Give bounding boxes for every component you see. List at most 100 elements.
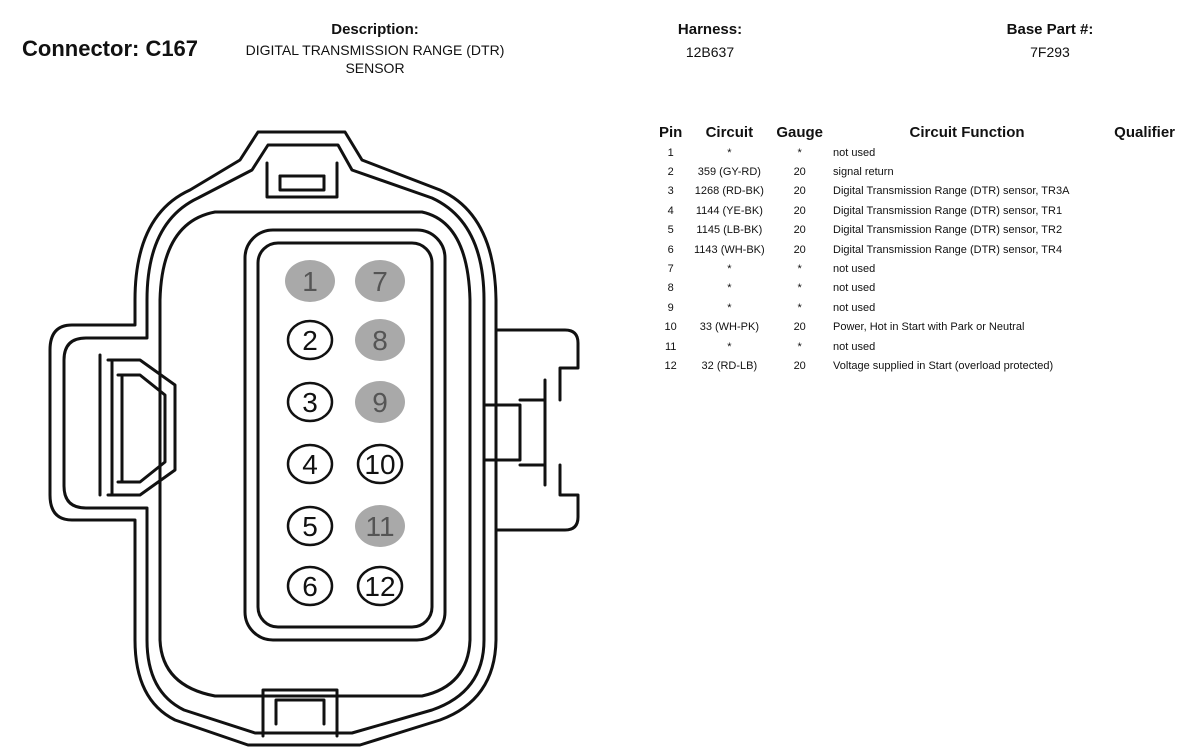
- circuit-cell: 1145 (LB-BK): [696, 224, 763, 237]
- table-row: 7**not used: [655, 259, 1175, 278]
- pin-cell: 11: [664, 340, 677, 353]
- pin-cell: 5: [667, 224, 674, 237]
- gauge-cell: *: [797, 301, 802, 314]
- pin-circle: [356, 565, 404, 607]
- header-circuit: Circuit: [705, 123, 754, 141]
- pin-table-header: Pin Circuit Gauge Circuit Function Quali…: [655, 121, 1175, 143]
- gauge-cell: 20: [793, 359, 806, 372]
- qualifier-cell: [1107, 143, 1175, 162]
- pin-label: 10: [364, 449, 395, 480]
- gauge-cell: 20: [793, 321, 806, 334]
- function-cell: Digital Transmission Range (DTR) sensor,…: [833, 185, 1070, 198]
- pin-cell: 1: [667, 146, 674, 159]
- qualifier-cell: [1107, 259, 1175, 278]
- qualifier-cell: [1107, 201, 1175, 220]
- pin-label: 7: [372, 266, 388, 297]
- pin-label: 12: [364, 571, 395, 602]
- pin-label: 5: [302, 511, 318, 542]
- function-cell: not used: [833, 146, 876, 159]
- circuit-cell: 32 (RD-LB): [701, 359, 758, 372]
- connector-pin: 4: [286, 443, 334, 485]
- pin-cell: 12: [664, 359, 677, 372]
- pin-label: 2: [302, 325, 318, 356]
- table-row: 1**not used: [655, 143, 1175, 162]
- connector-pin: 10: [356, 443, 404, 485]
- pin-circle: [286, 319, 334, 361]
- function-cell: not used: [833, 340, 876, 353]
- function-cell: Voltage supplied in Start (overload prot…: [833, 359, 1054, 372]
- table-row: 6 1143 (WH-BK) 20 Digital Transmission Rang…: [655, 240, 1175, 259]
- qualifier-cell: [1107, 162, 1175, 181]
- connector-pin: 9: [355, 381, 405, 423]
- header-gauge: Gauge: [776, 123, 824, 141]
- function-cell: Digital Transmission Range (DTR) sensor,…: [833, 243, 1063, 256]
- table-row: 4 1144 (YE-BK) 20 Digital Transmission Rang…: [655, 201, 1175, 220]
- pin-label: 9: [372, 387, 388, 418]
- gauge-cell: *: [797, 263, 802, 276]
- function-cell: signal return: [833, 166, 894, 179]
- circuit-cell: 1144 (YE-BK): [695, 204, 763, 217]
- base-part-value: 7F293: [1030, 44, 1070, 60]
- pin-table: Pin Circuit Gauge Circuit Function Quali…: [655, 121, 1175, 376]
- pin-label: 1: [302, 266, 318, 297]
- pin-cell: 4: [667, 204, 674, 217]
- connector-pin: 11: [355, 505, 405, 547]
- qualifier-cell: [1107, 279, 1175, 298]
- pin-circle: [285, 260, 335, 302]
- circuit-cell: 33 (WH-PK): [699, 321, 759, 334]
- header-pin: Pin: [659, 123, 683, 141]
- connector-outline: [48, 130, 580, 747]
- pin-cell: 9: [667, 301, 674, 314]
- circuit-cell: 1143 (WH-BK): [693, 243, 765, 256]
- gauge-cell: *: [797, 146, 802, 159]
- gauge-cell: 20: [793, 185, 806, 198]
- connector-pin: 2: [286, 319, 334, 361]
- connector-pin: 7: [355, 260, 405, 302]
- connector-pin: 5: [286, 505, 334, 547]
- connector-pin: 12: [356, 565, 404, 607]
- connector-pin: 6: [286, 565, 334, 607]
- connector-pin: 1: [285, 260, 335, 302]
- pin-circle: [355, 319, 405, 361]
- circuit-cell: *: [727, 340, 732, 353]
- table-row: 5 1145 (LB-BK) 20 Digital Transmission Rang…: [655, 221, 1175, 240]
- pin-circle: [355, 381, 405, 423]
- pin-label: 11: [365, 511, 394, 542]
- gauge-cell: 20: [793, 224, 806, 237]
- gauge-cell: 20: [793, 204, 806, 217]
- table-row: 12 32 (RD-LB) 20 Voltage supplied in Start …: [655, 356, 1175, 375]
- gauge-cell: 20: [793, 243, 806, 256]
- qualifier-cell: [1107, 182, 1175, 201]
- circuit-cell: *: [727, 301, 732, 314]
- pin-cell: 6: [667, 243, 674, 256]
- pin-label: 6: [302, 571, 318, 602]
- pin-label: 4: [302, 449, 318, 480]
- connector-pin: 3: [286, 381, 334, 423]
- connector-pin: 8: [355, 319, 405, 361]
- pin-cell: 7: [667, 263, 674, 276]
- qualifier-cell: [1107, 318, 1175, 337]
- pin-circle: [286, 381, 334, 423]
- description-value: DIGITAL TRANSMISSION RANGE (DTR) SENSOR: [245, 42, 505, 76]
- pin-circle: [286, 565, 334, 607]
- gauge-cell: 20: [793, 166, 806, 179]
- header-qualifier: Qualifier: [1114, 123, 1176, 141]
- pin-label: 3: [302, 387, 318, 418]
- pin-label: 8: [372, 325, 388, 356]
- pin-circle: [355, 505, 405, 547]
- qualifier-cell: [1107, 298, 1175, 317]
- gauge-cell: *: [797, 340, 802, 353]
- function-cell: not used: [833, 263, 876, 276]
- pin-circle: [286, 443, 334, 485]
- circuit-cell: 1268 (RD-BK): [694, 185, 764, 198]
- function-cell: Digital Transmission Range (DTR) sensor,…: [833, 204, 1063, 217]
- function-cell: Digital Transmission Range (DTR) sensor,…: [833, 224, 1063, 237]
- gauge-cell: *: [797, 282, 802, 295]
- qualifier-cell: [1107, 221, 1175, 240]
- harness-value: 12B637: [685, 44, 735, 60]
- qualifier-cell: [1107, 240, 1175, 259]
